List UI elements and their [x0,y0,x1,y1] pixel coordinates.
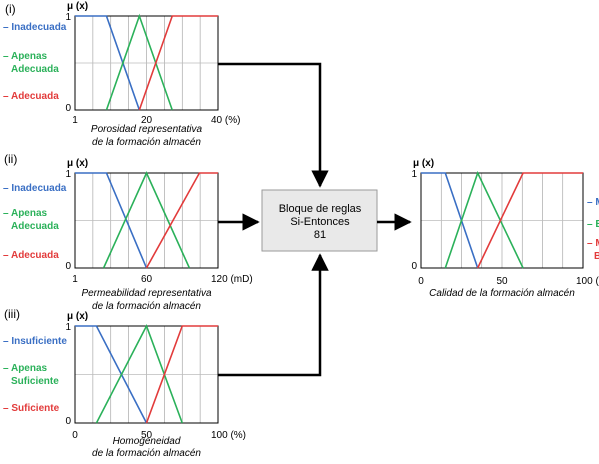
rule-block: Bloque de reglas Si-Entonces 81 [261,189,378,252]
rule-block-box [261,189,378,252]
y-tick-0: 0 [65,261,71,272]
panel-number: (iii) [4,307,20,321]
membership-curve-insuficiente [75,325,148,424]
x-tick-label: 0 [418,276,424,287]
membership-curve-adecuada [145,172,218,269]
axis-caption: Porosidad representativa [91,124,203,135]
membership-curve-muy-buena [476,172,583,269]
mu-axis-label: μ (x) [67,158,88,169]
arrow-input-3 [218,253,329,377]
membership-curve-apenas-suficiente [95,324,184,424]
membership-curve-inadecuada [75,172,148,269]
membership-curve-suficiente [145,325,218,424]
membership-curve-mala [421,172,479,269]
membership-curve-adecuada [138,15,218,111]
membership-curve-inadecuada [75,15,141,111]
plot-frame [420,172,584,269]
category-label: – MuyBuena [587,238,599,262]
plot-frame [74,15,219,111]
category-label: – Buena [587,219,599,230]
axis-caption: de la formación almacén [92,448,201,459]
x-tick-label: 120 (mD) [211,274,253,285]
x-tick-label: 100 (%) [211,430,246,441]
category-label: – Adecuada [3,250,59,261]
x-tick-label: 0 [72,430,78,441]
arrow-input-1 [218,62,329,188]
category-label: – Inadecuada [3,22,67,33]
rule-block-line-3: 81 [314,229,326,241]
x-tick-label: 50 [141,430,153,441]
y-tick-1: 1 [411,169,417,180]
x-tick-label: 100 (%) [576,276,599,287]
connectors [218,62,412,377]
category-label: – Mala [587,197,599,208]
panel-out: μ (x)1 00 50 100 (%) – Mala – Buena – MuyBuena… [411,158,599,299]
y-tick-1: 1 [65,322,71,333]
panel-p3: (iii) μ (x)1 00 50 100 (%) – Insuficiente – Ap… [3,307,246,459]
x-tick-label: 1 [72,274,78,285]
y-tick-0: 0 [65,416,71,427]
y-tick-1: 1 [65,169,71,180]
axis-caption: Homogeneidad [113,436,181,447]
axis-caption: de la formación almacén [92,301,201,312]
category-label: – Inadecuada [3,183,67,194]
category-label: – Adecuada [3,91,59,102]
y-tick-0: 0 [411,261,417,272]
x-tick-label: 20 [141,115,153,126]
membership-curve-buena [444,170,524,269]
mu-axis-label: μ (x) [67,311,88,322]
rule-block-line-2: Si-Entonces [290,216,350,228]
x-tick-label: 1 [72,115,78,126]
membership-curve-apenas-adecuada [105,13,173,111]
panel-number: (ii) [4,152,17,166]
axis-caption: de la formación almacén [92,137,201,148]
y-tick-1: 1 [65,12,71,23]
y-tick-0: 0 [65,103,71,114]
category-label: – Suficiente [3,403,60,414]
rule-block-line-1: Bloque de reglas [279,203,362,215]
axis-caption: Calidad de la formación almacén [429,288,575,299]
panel-number: (i) [5,2,16,16]
mu-axis-label: μ (x) [413,158,434,169]
x-tick-label: 40 (%) [211,115,240,126]
axis-caption: Permeabilidad representativa [81,288,212,299]
x-tick-label: 50 [496,276,508,287]
x-tick-label: 60 [141,274,153,285]
mu-axis-label: μ (x) [67,1,88,12]
category-label: – Insuficiente [3,336,67,347]
membership-curve-apenas-adecuada [102,171,191,269]
